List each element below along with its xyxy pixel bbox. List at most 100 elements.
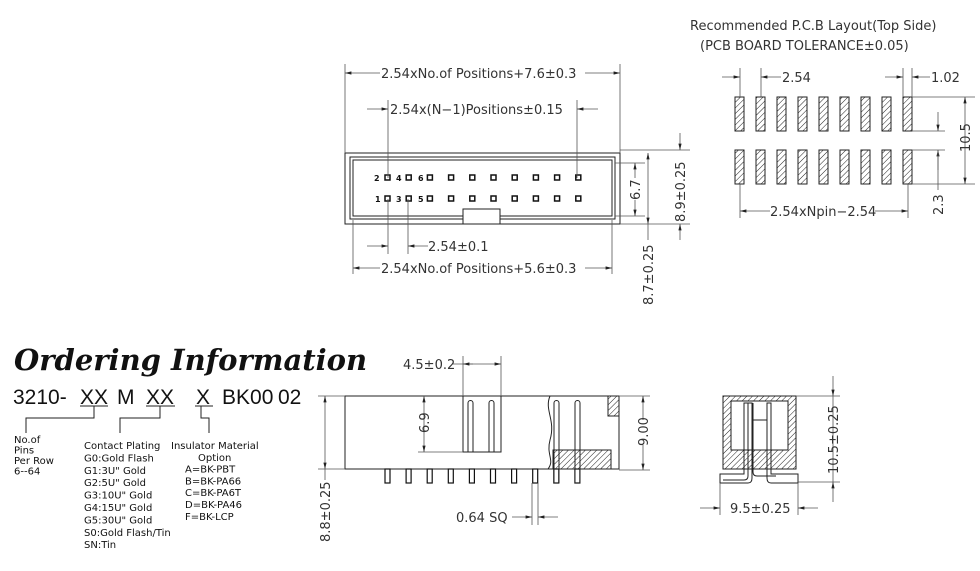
pin — [426, 195, 434, 202]
pin — [447, 174, 455, 181]
pin-tail — [468, 468, 475, 484]
pin — [553, 174, 561, 181]
pcb-pad — [776, 149, 787, 185]
pin-contact — [488, 400, 495, 452]
pin-label: 2 — [374, 174, 380, 183]
pin-label: 6 — [418, 174, 424, 183]
pin-label: 4 — [396, 174, 402, 183]
pin-tail — [511, 468, 518, 484]
dim-total-height: 9.00 — [637, 417, 652, 446]
ordering-option: D=BK-PA46 — [185, 500, 242, 511]
pcb-pad — [797, 149, 808, 185]
ordering-option: G1:3U" Gold — [84, 466, 146, 477]
dim-inner-height: 6.7 — [629, 179, 644, 200]
ordering-option: B=BK-PA66 — [185, 476, 241, 487]
ordering-option: C=BK-PA6T — [185, 488, 242, 499]
ordering-option: Pins — [14, 446, 34, 457]
polarization-key — [462, 208, 501, 225]
dim-depth: 8.7±0.25 — [642, 244, 657, 305]
pin — [469, 195, 476, 202]
ordering-option: S0:Gold Flash/Tin — [84, 528, 171, 539]
pcb-pad — [902, 96, 913, 132]
pin — [532, 195, 540, 202]
ordering-title: Ordering Information — [14, 343, 367, 377]
pin — [532, 174, 540, 181]
pin-tail — [532, 468, 539, 484]
pin-tail — [489, 468, 497, 484]
side-pins — [384, 400, 581, 484]
dim-inner-length: 2.54xNo.of Positions+5.6±0.3 — [381, 262, 576, 277]
dim-pin-size: 0.64 SQ — [456, 511, 508, 526]
dim-pin-span: 2.54x(N−1)Positions±0.15 — [390, 103, 563, 118]
side-view: 4.5±0.2 6.9 8.8±0.25 9.00 0.64 SQ — [318, 356, 652, 542]
pcb-pad — [755, 96, 766, 132]
pcb-pad — [818, 96, 829, 132]
pin — [575, 195, 582, 202]
pcb-pad — [839, 149, 850, 185]
end-view: 10.5±0.25 9.5±0.25 — [700, 376, 842, 517]
dim-pin-height: 6.9 — [418, 412, 433, 433]
dim-pin-pitch: 2.54±0.1 — [428, 240, 489, 255]
ordering-option: G0:Gold Flash — [84, 453, 154, 464]
pin-tail — [447, 468, 454, 484]
ordering-option: 6--64 — [14, 467, 40, 478]
pcb-pad — [734, 96, 745, 132]
pcb-pad — [860, 149, 871, 185]
pin — [447, 195, 455, 202]
pcb-layout: Recommended P.C.B Layout(Top Side) (PCB … — [690, 19, 975, 220]
dim-pcb-pitch: 2.54 — [782, 71, 811, 86]
pcb-pad — [776, 96, 787, 132]
pin-label: 1 — [375, 195, 381, 204]
code-m: M — [117, 386, 135, 409]
pin-tail — [384, 468, 391, 484]
pin — [511, 195, 518, 202]
dim-height: 8.9±0.25 — [674, 161, 689, 222]
dim-pad-width: 1.02 — [931, 71, 960, 86]
ordering-option: G2:5U" Gold — [84, 478, 146, 489]
ordering-option: Per Row — [14, 456, 54, 467]
ordering-option: G3:10U" Gold — [84, 491, 152, 502]
pin-tail — [574, 468, 581, 484]
code-suffix: 02 — [278, 386, 301, 409]
code-bk: BK00 — [222, 386, 273, 409]
pin-contact — [574, 400, 581, 483]
pin — [553, 195, 561, 202]
pin — [384, 195, 391, 202]
ordering-information: Ordering Information 3210- XX M XX X BK0… — [13, 343, 367, 551]
pin — [490, 195, 497, 202]
pin-tail — [405, 468, 412, 484]
pin — [405, 174, 412, 181]
pcb-pad — [902, 149, 913, 185]
dim-window-width: 4.5±0.2 — [403, 358, 455, 373]
pcb-pad — [734, 149, 745, 185]
dim-row-span: 10.5 — [959, 123, 974, 152]
pin-tail — [426, 468, 433, 484]
ordering-option: G5:30U" Gold — [84, 515, 152, 526]
dim-overall-length: 2.54xNo.of Positions+7.6±0.3 — [381, 67, 576, 82]
pin-tail — [553, 468, 560, 484]
pin — [511, 174, 518, 181]
pcb-pad — [818, 149, 829, 185]
pcb-pad — [881, 149, 892, 185]
pcb-pad — [839, 96, 850, 132]
ordering-option: Option — [198, 453, 231, 464]
pin-label: 3 — [396, 195, 402, 204]
pin-contact — [553, 400, 560, 483]
ordering-option: No.of — [14, 435, 41, 446]
pcb-pad — [755, 149, 766, 185]
pin — [405, 195, 412, 202]
dim-end-height: 10.5±0.25 — [827, 405, 842, 474]
pin — [469, 174, 476, 181]
ordering-option: SN:Tin — [84, 540, 116, 551]
pcb-pads — [734, 96, 913, 185]
code-plating: XX — [146, 386, 174, 409]
code-prefix: 3210- — [13, 386, 67, 409]
dim-pcb-total: 2.54xNpin−2.54 — [770, 205, 876, 220]
pin — [426, 174, 434, 181]
ordering-option: G4:15U" Gold — [84, 503, 152, 514]
pin-label: 5 — [418, 195, 424, 204]
top-view: 2 4 6 1 3 5 2.54xNo.of Positions+7.6±0.3… — [344, 64, 690, 305]
pin — [490, 174, 497, 181]
pcb-pad — [797, 96, 808, 132]
pin — [575, 174, 582, 181]
